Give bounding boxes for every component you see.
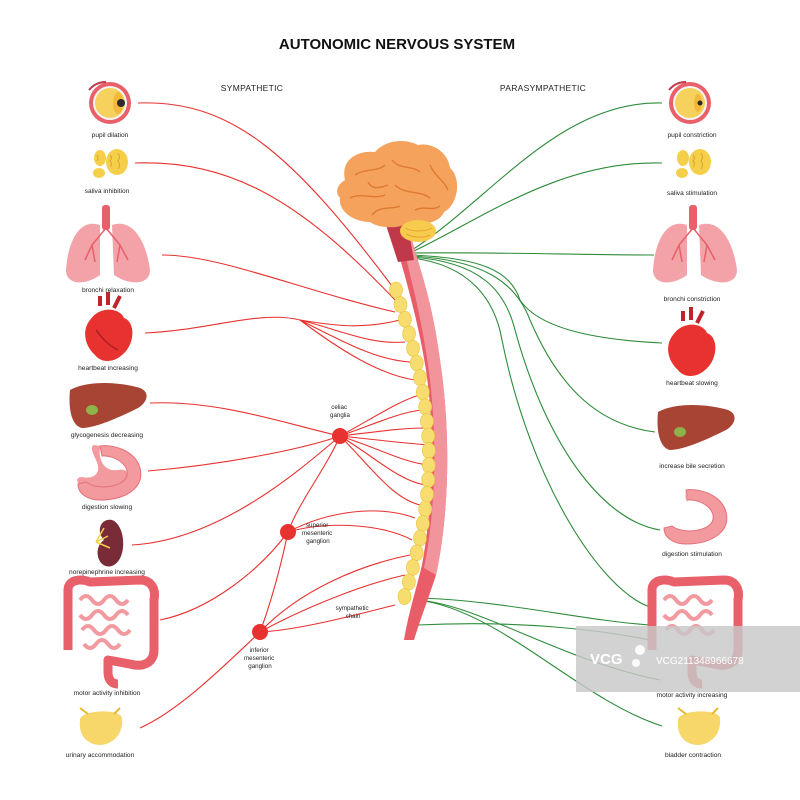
chain-ganglion <box>422 456 436 474</box>
celiac-ganglia-label: celiac ganglia <box>330 404 351 419</box>
inferior-mesenteric-label: inferior mesenteric ganglion <box>244 647 276 670</box>
superior-mesenteric-ganglion <box>280 524 296 540</box>
para-label-0: pupil constriction <box>667 132 716 139</box>
chain-ganglion <box>402 573 416 591</box>
sympathetic-heading: SYMPATHETIC <box>221 83 284 93</box>
superior-mesenteric-label: superior mesenteric ganglion <box>302 522 334 545</box>
chain-ganglion <box>389 281 403 299</box>
para-label-7: bladder contraction <box>665 752 721 759</box>
symp-label-3: heartbeat increasing <box>78 365 138 372</box>
para-label-3: heartbeat slowing <box>666 380 718 387</box>
celiac-ganglion <box>332 428 348 444</box>
para-line-saliva <box>411 162 663 253</box>
watermark-logo-icon <box>635 645 645 655</box>
symp-intestines-icon <box>63 575 159 689</box>
chain-ganglion <box>421 427 435 445</box>
chain-ganglion <box>397 588 412 605</box>
symp-label-7: motor activity inhibition <box>74 690 141 697</box>
parasympathetic-labels: pupil constriction saliva stimulation bron… <box>657 132 728 759</box>
symp-line-lungs <box>161 254 396 313</box>
parasympathetic-nerve-lines <box>411 102 663 727</box>
chain-ganglion <box>413 369 427 386</box>
brain-cerebrum <box>337 140 458 228</box>
para-label-2: bronchi constriction <box>664 296 721 303</box>
chain-ganglion <box>418 398 432 416</box>
symp-label-0: pupil dilation <box>92 132 129 139</box>
sympathetic-chain <box>389 281 436 605</box>
symp-heart-icon <box>85 292 133 362</box>
symp-label-6: norepinephrine increasing <box>69 569 145 576</box>
sympathetic-chain-label: sympathetic chain <box>336 605 371 620</box>
diagram-title: AUTONOMIC NERVOUS SYSTEM <box>279 36 515 53</box>
para-label-1: saliva stimulation <box>667 190 718 197</box>
sympathetic-labels: pupil dilation saliva inhibition bronchi r… <box>66 132 146 759</box>
chain-ganglion <box>420 413 434 430</box>
symp-line-bladder <box>139 631 261 729</box>
symp-line-saliva <box>134 162 396 301</box>
chain-ganglion <box>409 354 424 372</box>
para-line-lungs <box>411 252 655 256</box>
symp-label-5: digestion slowing <box>82 504 133 511</box>
symp-label-1: saliva inhibition <box>85 188 130 195</box>
symp-line-kidney <box>131 435 341 546</box>
watermark-box <box>576 626 800 692</box>
parasympathetic-heading: PARASYMPATHETIC <box>500 83 586 93</box>
chain-ganglion <box>393 296 408 313</box>
chain-ganglion <box>422 442 436 459</box>
symp-label-8: urinary accommodation <box>66 752 135 759</box>
symp-line-liver <box>149 402 341 437</box>
para-eye-icon <box>668 81 711 124</box>
chain-ganglion <box>409 544 424 562</box>
watermark-id: VCG211348966678 <box>656 656 744 667</box>
para-line-bladder <box>417 599 663 727</box>
chain-ganglion <box>413 529 427 547</box>
symp-bladder-icon <box>79 707 123 745</box>
brain-icon <box>337 140 458 242</box>
para-lungs-icon <box>653 205 737 283</box>
chain-ganglion <box>420 486 434 503</box>
para-line-stomach <box>411 256 661 531</box>
para-salivary-gland-icon <box>676 149 711 178</box>
para-liver-icon <box>657 405 735 450</box>
symp-liver-icon <box>69 383 147 428</box>
para-line-intestines <box>411 257 651 608</box>
watermark: VCG VCG211348966678 <box>576 626 800 692</box>
inferior-mesenteric-ganglion <box>252 624 268 640</box>
chain-ganglion <box>421 471 436 489</box>
chain-ganglion <box>418 500 433 518</box>
chain-ganglion <box>398 310 412 328</box>
symp-line-eye <box>137 102 396 291</box>
symp-label-4: glycogenesis decreasing <box>71 432 144 439</box>
watermark-logo: VCG <box>590 651 623 668</box>
chain-ganglion <box>406 340 420 357</box>
para-heart-icon <box>668 307 716 377</box>
para-bladder-icon <box>677 707 721 745</box>
symp-eye-icon <box>88 81 131 124</box>
para-line-eye <box>411 102 663 251</box>
para-stomach-icon <box>663 489 728 545</box>
para-line-liver <box>411 255 656 433</box>
symp-lungs-icon <box>66 205 150 283</box>
symp-line-heart <box>144 316 301 334</box>
chain-ganglion <box>416 383 430 401</box>
para-label-6: motor activity increasing <box>657 692 728 699</box>
symp-line-stomach <box>147 435 341 472</box>
chain-ganglion <box>402 325 416 343</box>
chain-ganglion <box>416 515 430 532</box>
para-label-4: increase bile secretion <box>659 463 725 470</box>
sympathetic-nerve-lines <box>131 102 429 729</box>
symp-label-2: bronchi relaxation <box>82 287 134 294</box>
para-label-5: digestion stimulation <box>662 551 722 558</box>
symp-line-intestines <box>159 531 289 621</box>
chain-ganglion <box>406 559 420 576</box>
symp-kidney-icon <box>95 519 124 567</box>
symp-salivary-gland-icon <box>93 149 128 178</box>
symp-stomach-icon <box>77 445 142 501</box>
